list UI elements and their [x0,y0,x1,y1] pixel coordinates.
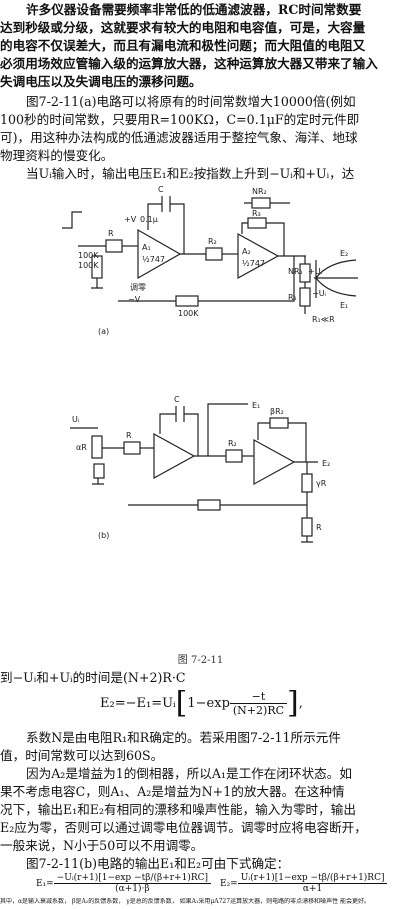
para2-line-5: 当Uᵢ输入时，输出电压E₁和E₂按指数上升到−Uᵢ和+Uᵢ，达 [26,166,355,181]
para5-line-4: 如果A₁采用μA727运算放大器，则电路的零点漂移和噪声性 [179,898,339,905]
a-r2-label: R₂ [208,237,217,246]
para1-line-1: 许多仪器设备需要频率非常低的低通滤波器，RC时间常数要 [26,2,362,17]
para4-line-4: 果不考虑电容C，则A₁、A₂是增益为N+1的放大器。在这种情 [0,784,345,799]
a-r3-label: R₃ [252,209,261,218]
a-c-label: C [158,185,164,194]
a-ui-neg-label: −Uᵢ [312,289,326,298]
para4-line-5: 况下，输出E₁和E₂有相同的漂移和噪声性能，输入为零时，输出 [0,802,356,817]
para1-line-5: 失调电压以及失调电压的漂移问题。 [0,74,202,89]
equation-1: E₂=−E₁=Uᵢ[1−exp−t(N+2)RC], [100,685,303,721]
b-c-label: C [174,395,180,404]
para2-line-2: 100秒的时间常数，只要用R=100KΩ，C=0.1μF的定时元件即 [0,112,360,127]
para3-line: 到−Uᵢ和+Uᵢ的时间是(N+2)R·C [0,670,186,685]
eq3-inner-den: (β+r+1)RC [329,873,381,883]
a-100k-2-label: 100K [178,309,199,318]
b-br2-label: βR₂ [270,407,284,416]
a-neg-v-label: −V [128,295,141,304]
a-r-label: R [108,229,114,238]
eq3-num-pre: Uᵢ(r+1) [240,873,275,883]
a-tr-label: 调零 [130,283,146,292]
para4-line-3: 因为A₂是增益为1的倒相器，所以A₁是工作在闭环状态。如 [26,766,352,781]
b-r-label: R [126,431,132,440]
eq2-den: (α+1)·β [115,884,150,894]
para4-line-7: 一般来说，N小于50可以不用调零。 [0,838,204,853]
a-r1-label: R₁ [288,293,297,302]
b-e1-label: E₁ [252,401,260,410]
b-r-bot-label: R [316,523,322,532]
equation-3: E₂=Uᵢ(r+1)[1−exp −tβ/(β+r+1)RC]α+1 [220,873,388,894]
para4-line-6: E₂应为零，否则可以通过调零电位器调节。调零时应将电容断开， [0,820,367,835]
eq3-inner-num: −tβ [310,873,327,883]
eq1-lhs: E₂=−E₁=Uᵢ [100,696,176,711]
eq1-num: −t [229,690,288,704]
eq3-den: α+1 [302,884,323,894]
circuit-figure: C 0.1μ R 100K 100K 100K A₁ ½747 A₂ ½747 … [62,185,358,543]
a-a2-name-label: ½747 [242,259,265,268]
para5-line-5: 能会更好。 [340,898,371,905]
eq3-lhs: E₂= [220,879,238,889]
eq2-num-pre: −Uᵢ(r+1) [56,873,99,883]
a-e1-label: E₁ [340,301,348,310]
eq2-inner: 1−exp [101,873,132,883]
a-a1-label: A₁ [142,243,151,252]
a-nr1-label: NR₁ [288,267,303,276]
para1-line-4: 必须用场效应管输入级的运算放大器，这种运算放大器又带来了输入 [0,56,378,71]
b-ui-label: Uᵢ [72,415,79,424]
eq2-inner-den: (β+r+1)RC [153,873,205,883]
eq2-inner-num: −tβ [134,873,151,883]
a-ui-pos-label: +Uᵢ [308,267,322,276]
para4-line-1: 系数N是由电阻R₁和R确定的。若采用图7-2-11所示元件 [26,730,341,745]
a-100k-1-label: 100K [78,261,99,270]
para5-line-1: 其中，α是输入衰减系数， [0,898,71,905]
a-r-val-label: 100K [78,251,99,260]
a-caption: (a) [98,327,109,336]
eq1-den: (N+2)RC [232,704,285,717]
para2-line-3: 可)，用这种办法构成的低通滤波器适用于整控气象、海洋、地球 [0,130,358,145]
para5-line-3: γ是总的反馈系数， [126,898,178,905]
a-nr2-label: NR₂ [252,187,267,196]
b-alpha-r-label: αR [76,443,87,452]
a-a1-name-label: ½747 [142,255,165,264]
figure-caption: 图 7-2-11 [177,655,224,666]
eq2-lhs: E₁= [36,879,54,889]
b-caption: (b) [98,531,109,540]
a-c-val-label: 0.1μ [140,215,158,224]
b-r2-label: R₂ [228,439,237,448]
equation-2: E₁=−Uᵢ(r+1)[1−exp −tβ/(β+r+1)RC](α+1)·β [36,873,212,894]
para2-line-1: 图7-2-11(a)电路可以将原有的时间常数增大10000倍(例如 [26,94,356,109]
para2-line-4: 物理资料的慢变化。 [0,148,114,163]
para4-line-2: 值，时间常数可以达到60S。 [0,748,164,763]
a-cond-label: R₁≪R [312,315,335,324]
b-gr-label: γR [316,479,327,488]
para4-line-8: 图7-2-11(b)电路的输出E₁和E₂可由下式确定： [26,856,290,871]
para1-line-3: 的电容不仅误差大，而且有漏电流和极性问题；而大阻值的电阻又 [0,38,366,53]
a-e2-label: E₂ [340,249,348,258]
para1-line-2: 达到秒级或分级，这就要求有较大的电阻和电容值，可是，大容量 [0,20,366,35]
a-a2-label: A₂ [242,247,251,256]
para5: 其中，α是输入衰减系数， β是A₂的反馈系数， γ是总的反馈系数， 如果A₁采用… [0,898,401,905]
eq1-inner: 1−exp [187,696,230,711]
b-e2-label: E₂ [322,459,330,468]
eq3-inner: 1−exp [278,873,308,883]
para5-line-2: β是A₂的反馈系数， [71,898,125,905]
a-pos-v-label: +V [124,215,137,224]
